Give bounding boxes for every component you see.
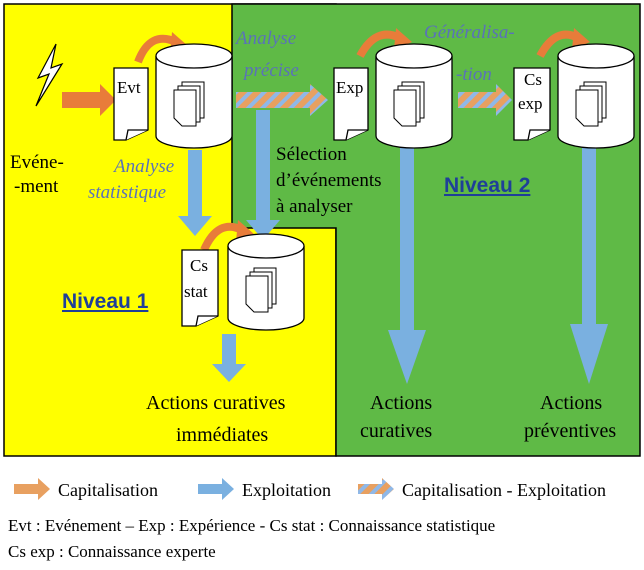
csstat-doc-label-2: stat [184, 282, 208, 301]
legend-cap-exploit-label: Capitalisation - Exploitation [402, 480, 606, 500]
actions-immediates-label-1: Actions curatives [146, 392, 286, 414]
actions-immediates-label-2: immédiates [176, 424, 269, 446]
event-label-1: Evéne- [10, 152, 64, 173]
event-label-2: -ment [14, 176, 59, 197]
database-exp [375, 43, 453, 149]
legend-capitalisation-icon [14, 478, 50, 500]
actions-curatives-label-1: Actions [370, 392, 433, 414]
analyse-precise-label-1: Analyse [236, 28, 297, 49]
niveau2-label: Niveau 2 [444, 174, 531, 197]
footnote-line2: Cs exp : Connaissance experte [8, 542, 216, 561]
generalisation-arrow [458, 84, 512, 116]
event-lightning-icon [35, 43, 64, 107]
csstat-document [181, 249, 219, 327]
analyse-precise-label-2: précise [244, 60, 299, 81]
analyse-precise-arrow [236, 84, 328, 116]
actions-preventives-arrow [570, 130, 608, 384]
csexp-doc-label-1: Cs [524, 70, 542, 89]
selection-label-3: à analyser [276, 196, 353, 217]
footnote-line1: Evt : Evénement – Exp : Expérience - Cs … [8, 516, 496, 535]
csexp-document [513, 67, 551, 141]
evt-document [113, 67, 149, 141]
database-csstat [227, 233, 305, 331]
analyse-statistique-label-2: statistique [88, 182, 167, 203]
database-evt [155, 43, 233, 149]
csstat-doc-label-1: Cs [190, 256, 208, 275]
legend-exploitation-icon [198, 478, 234, 500]
database-csexp [557, 43, 635, 149]
analyse-statistique-label-1: Analyse [114, 156, 175, 177]
actions-preventives-label-1: Actions [540, 392, 603, 414]
event-capitalisation-arrow [62, 84, 116, 116]
evt-doc-label: Evt [117, 78, 141, 97]
niveau1-label: Niveau 1 [62, 290, 149, 313]
analyse-statistique-arrow [178, 150, 212, 236]
generalisation-label-1: Généralisa- [424, 22, 515, 43]
exp-doc-label: Exp [336, 78, 364, 97]
exp-document [333, 67, 369, 141]
selection-label-1: Sélection [276, 144, 347, 165]
legend-cap-exploit-icon [358, 478, 394, 500]
actions-immediates-arrow [212, 334, 246, 382]
selection-label-2: d’événements [276, 170, 382, 191]
actions-curatives-arrow [388, 130, 426, 384]
legend-exploitation-label: Exploitation [242, 480, 331, 500]
legend-capitalisation-label: Capitalisation [58, 480, 158, 500]
generalisation-label-2: -tion [456, 64, 492, 85]
csexp-doc-label-2: exp [518, 94, 543, 113]
actions-preventives-label-2: préventives [524, 420, 617, 442]
actions-curatives-label-2: curatives [360, 420, 433, 442]
selection-arrow [246, 110, 280, 240]
